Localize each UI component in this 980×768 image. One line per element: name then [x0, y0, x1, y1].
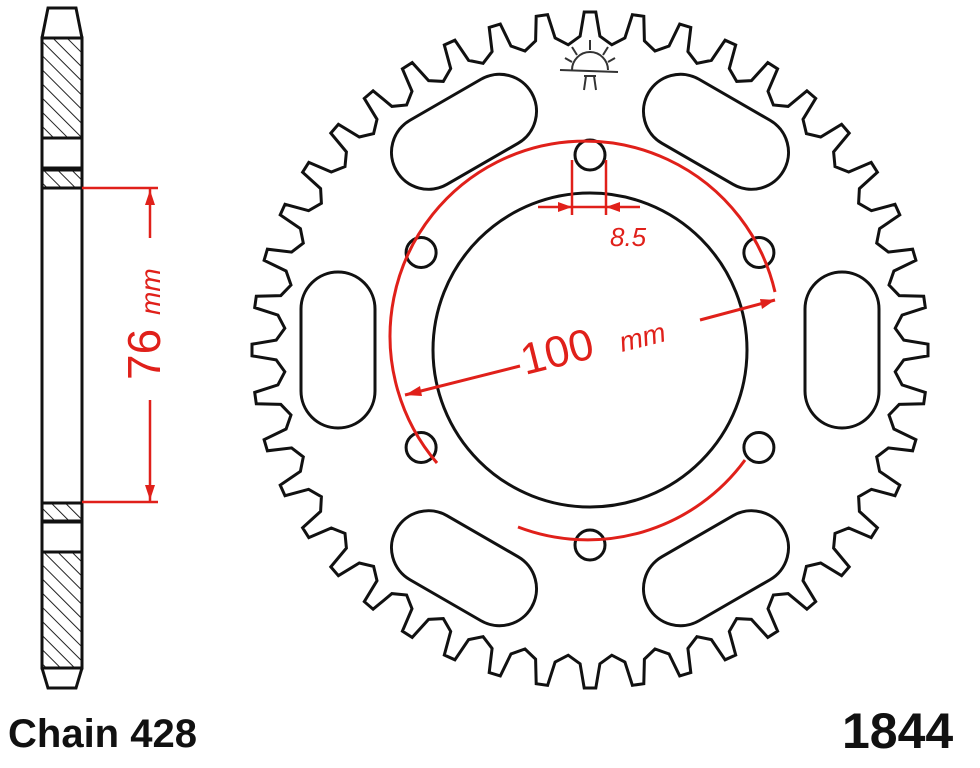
- bolt-hole: [573, 138, 607, 172]
- lightening-slot: [803, 270, 881, 430]
- lightening-slot: [389, 72, 539, 191]
- lightening-slot: [641, 72, 791, 191]
- chain-size-label: Chain 428: [8, 712, 197, 756]
- bolt-hole-dimension: [538, 160, 640, 215]
- bolt-circle-unit: mm: [616, 316, 669, 357]
- sprocket-outline: [250, 10, 930, 690]
- bolt-hole: [742, 431, 776, 464]
- bolt-circle-dimension: [388, 139, 777, 542]
- bolt-hole: [573, 528, 607, 562]
- bolt-hole: [742, 236, 776, 269]
- lightening-slot: [389, 509, 539, 628]
- hub-width-value: 76: [118, 329, 170, 380]
- hub-bore: [431, 191, 749, 509]
- hatch-top: [40, 36, 84, 140]
- bolt-hole: [404, 236, 438, 269]
- bolt-circle-value: 100: [516, 319, 599, 384]
- part-number: 1844: [842, 703, 954, 759]
- hatch-bottom: [40, 550, 84, 670]
- bolt-circle-arc-lower: [517, 459, 747, 542]
- hub-width-unit: mm: [135, 268, 166, 315]
- lightening-slot: [299, 270, 377, 430]
- lightening-slots: [299, 72, 881, 628]
- bolt-hole-value: 8.5: [610, 222, 647, 252]
- sun-logo-icon: [559, 40, 619, 91]
- side-view: [40, 6, 84, 690]
- lightening-slot: [641, 509, 791, 628]
- hub-width-dimension: [82, 186, 158, 504]
- hatch-hub-top: [40, 168, 84, 190]
- bolt-holes: [404, 138, 776, 562]
- hatch-hub-bottom: [40, 501, 84, 523]
- bolt-circle-arc-upper: [388, 139, 777, 464]
